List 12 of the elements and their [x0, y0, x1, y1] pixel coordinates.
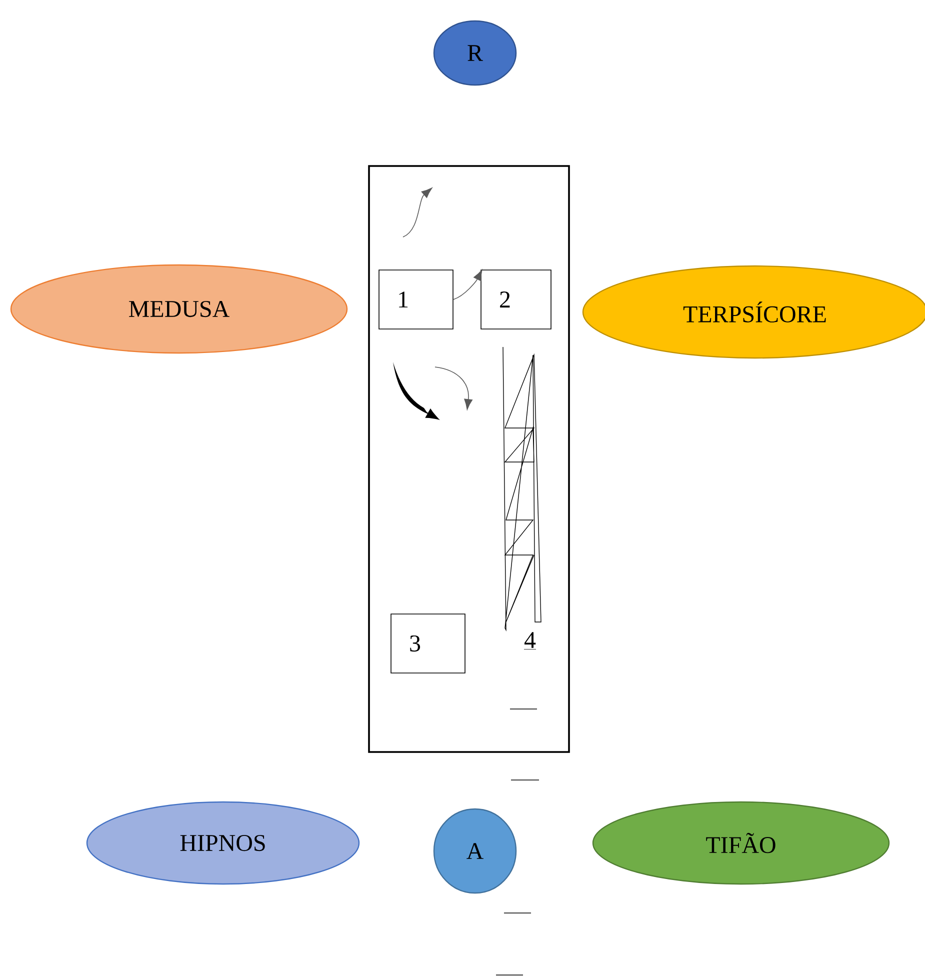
container-box	[368, 165, 570, 753]
circle-node: R	[433, 20, 517, 86]
circle-node: A	[433, 808, 517, 894]
ellipse-node: TIFÃO	[592, 801, 890, 885]
numbered-box: 1	[378, 270, 454, 330]
arrow	[453, 270, 482, 300]
ellipse-node: MEDUSA	[10, 264, 348, 354]
ellipse-node: TERPSÍCORE	[582, 265, 925, 359]
numbered-box: 2	[480, 270, 552, 330]
number-label: 4	[524, 632, 536, 650]
ellipse-node: HIPNOS	[86, 801, 360, 885]
numbered-box: 3	[390, 614, 466, 674]
